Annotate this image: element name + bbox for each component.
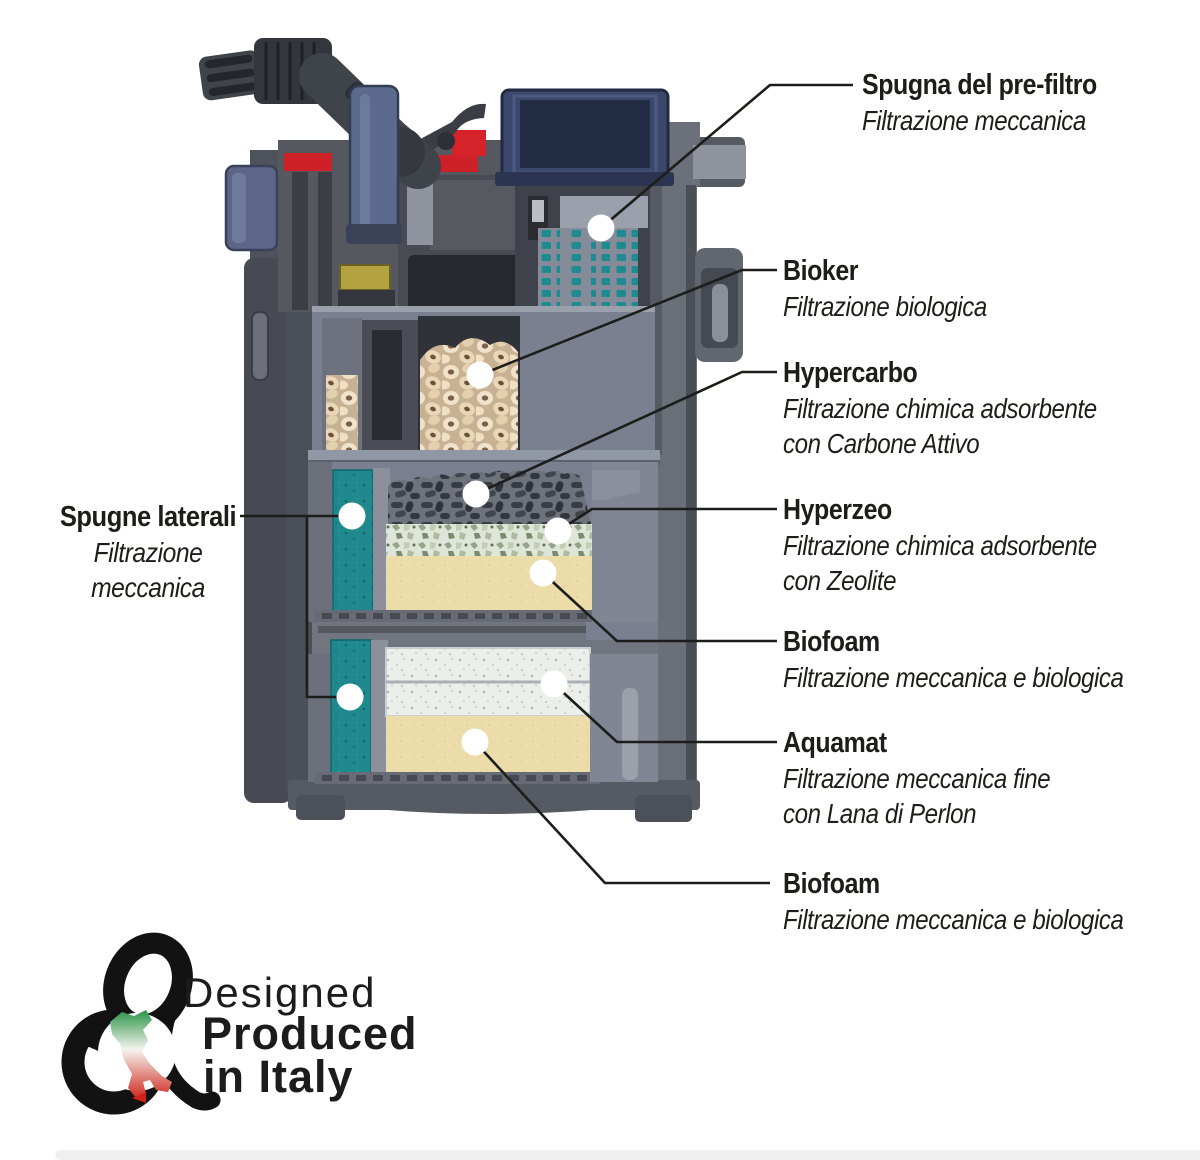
logo-in-italy-text: in Italy bbox=[203, 1051, 354, 1102]
callout-title: Hyperzeo bbox=[783, 494, 892, 526]
logo-designed-text: Designed bbox=[183, 969, 377, 1016]
callout-biofoam-upper: Biofoam Filtrazione meccanica e biologic… bbox=[783, 624, 1179, 695]
callout-title: Hypercarbo bbox=[783, 357, 918, 389]
bioker-rings bbox=[420, 338, 518, 450]
callout-bioker: Bioker Filtrazione biologica bbox=[783, 253, 1020, 324]
logo-emblem bbox=[61, 932, 221, 1115]
callout-biofoam-lower: Biofoam Filtrazione meccanica e biologic… bbox=[783, 866, 1179, 937]
bottom-scroll-bar[interactable] bbox=[55, 1150, 1200, 1160]
callout-subtitle: Filtrazione chimica adsorbente bbox=[783, 393, 1097, 424]
callout-title: Spugne laterali bbox=[59, 501, 237, 533]
callout-subtitle: con Carbone Attivo bbox=[783, 428, 980, 459]
bioker-chamber bbox=[308, 306, 660, 465]
callout-subtitle: con Lana di Perlon bbox=[783, 798, 977, 829]
callout-dots bbox=[336, 214, 615, 756]
callout-subtitle: Filtrazione biologica bbox=[783, 291, 987, 322]
media-chamber-upper bbox=[308, 462, 658, 622]
callout-subtitle: meccanica bbox=[91, 572, 205, 603]
callout-subtitle: Filtrazione meccanica e biologica bbox=[783, 904, 1124, 935]
impeller-brass bbox=[339, 264, 391, 291]
sicily-map bbox=[132, 1092, 146, 1103]
callout-hyperzeo: Hyperzeo Filtrazione chimica adsorbente … bbox=[783, 492, 1148, 598]
callout-subtitle: Filtrazione meccanica fine bbox=[783, 763, 1051, 794]
inlet-pipe bbox=[346, 84, 402, 244]
media-chamber-lower bbox=[308, 639, 658, 784]
leader-lines bbox=[240, 83, 853, 885]
callout-aquamat: Aquamat Filtrazione meccanica fine con L… bbox=[783, 725, 1094, 831]
italy-map bbox=[110, 1010, 172, 1098]
callout-title: Bioker bbox=[783, 255, 859, 287]
biofoam-upper-layer bbox=[386, 556, 592, 613]
prefilter-cup bbox=[495, 88, 674, 186]
callout-title: Biofoam bbox=[783, 868, 880, 900]
side-sponge-top bbox=[332, 469, 374, 615]
callout-subtitle: Filtrazione meccanica bbox=[862, 105, 1086, 136]
callout-side-sponges: Spugne laterali Filtrazione meccanica bbox=[40, 499, 256, 605]
callout-prefilter-sponge: Spugna del pre-filtro Filtrazione meccan… bbox=[862, 67, 1135, 138]
callout-title: Spugna del pre-filtro bbox=[862, 69, 1097, 101]
bioker-rings-small bbox=[326, 375, 358, 450]
logo-produced-text: Produced bbox=[202, 1008, 418, 1059]
callout-hypercarbo: Hypercarbo Filtrazione chimica adsorbent… bbox=[783, 355, 1148, 461]
callout-title: Aquamat bbox=[783, 727, 887, 759]
callout-subtitle: Filtrazione bbox=[93, 537, 203, 568]
callout-subtitle: Filtrazione chimica adsorbente bbox=[783, 530, 1097, 561]
callout-subtitle: con Zeolite bbox=[783, 565, 897, 596]
carbon-layer bbox=[388, 470, 592, 528]
callout-subtitle: Filtrazione meccanica e biologica bbox=[783, 662, 1124, 693]
callout-title: Biofoam bbox=[783, 626, 880, 658]
